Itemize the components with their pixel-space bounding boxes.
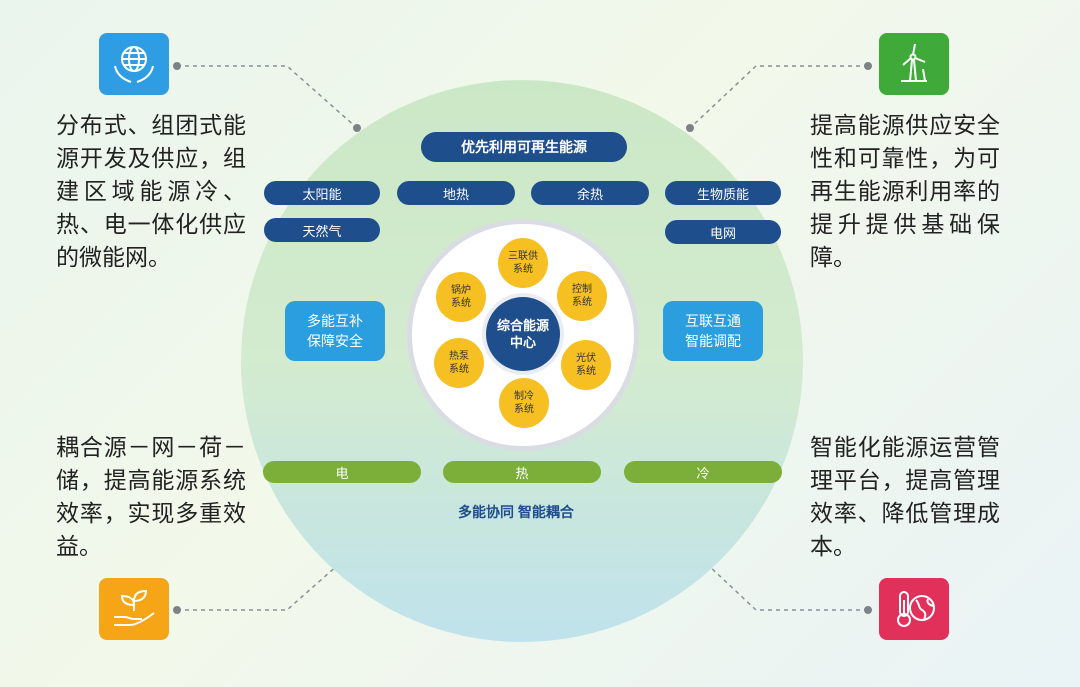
source-label: 余热: [576, 186, 603, 202]
hub-label: 中心: [509, 335, 536, 350]
node-label: 系统: [449, 364, 469, 375]
bottom-left-description: 耦合源－网－荷－储，提高能源系统效率，实现多重效益。: [56, 435, 246, 560]
output-label: 冷: [696, 465, 710, 481]
output-label: 电: [335, 465, 349, 481]
source-pill-solar: 太阳能: [264, 181, 380, 205]
source-pill-biomass: 生物质能: [665, 181, 781, 205]
source-label: 天然气: [302, 223, 342, 239]
interconnect-dispatch-box: 互联互通 智能调配: [663, 301, 763, 361]
source-label: 太阳能: [302, 186, 342, 202]
plant-hand-icon: [99, 578, 169, 640]
globe-hands-icon: [99, 33, 169, 95]
connector-dot: [864, 62, 872, 70]
node-cooling-system: 制冷系统: [499, 378, 549, 428]
thermometer-globe-icon: [879, 578, 949, 640]
box-line: 多能互补: [307, 313, 363, 329]
connector-dot: [686, 124, 694, 132]
output-pill-electricity: 电: [263, 461, 421, 483]
connector-bottom-right: [689, 547, 868, 611]
complementary-security-box: 多能互补 保障安全: [285, 301, 385, 361]
node-label: 热泵: [449, 351, 469, 362]
source-pill-geothermal: 地热: [397, 181, 515, 205]
output-pill-cold: 冷: [624, 461, 782, 483]
connector-dot: [173, 62, 181, 70]
node-label: 三联供: [508, 251, 538, 262]
top-right-description: 提高能源供应安全性和可靠性，为可再生能源利用率的提升提供基础保障。: [810, 113, 1000, 271]
synergy-caption: 多能协同 智能耦合: [458, 504, 574, 520]
source-pill-waste-heat: 余热: [531, 181, 649, 205]
source-label: 生物质能: [696, 186, 749, 202]
node-label: 光伏: [576, 353, 596, 364]
node-label: 系统: [451, 298, 471, 309]
source-pill-natural-gas: 天然气: [264, 218, 380, 242]
hub-label: 综合能源: [496, 318, 549, 333]
source-pill-grid: 电网: [665, 220, 781, 244]
node-cchp-system: 三联供系统: [498, 238, 548, 288]
node-label: 系统: [513, 264, 533, 275]
output-pill-heat: 热: [443, 461, 601, 483]
source-label: 地热: [442, 186, 469, 202]
node-heat-pump-system: 热泵系统: [434, 338, 484, 388]
connector-top-right: [689, 65, 868, 129]
node-label: 系统: [576, 366, 596, 377]
renewable-priority-pill: 优先利用可再生能源: [421, 132, 627, 162]
bottom-right-description: 智能化能源运营管理平台，提高管理效率、降低管理成本。: [810, 435, 1000, 560]
source-label: 电网: [709, 225, 736, 241]
connector-dot: [353, 124, 361, 132]
connector-dot: [864, 606, 872, 614]
node-pv-system: 光伏系统: [561, 340, 611, 390]
node-label: 锅炉: [451, 285, 471, 296]
node-boiler-system: 锅炉系统: [436, 272, 486, 322]
wind-turbine-icon: [879, 33, 949, 95]
node-label: 制冷: [514, 391, 534, 402]
box-line: 保障安全: [307, 333, 363, 349]
node-label: 系统: [572, 297, 592, 308]
node-label: 系统: [514, 404, 534, 415]
top-left-description: 分布式、组团式能源开发及供应，组建区域能源冷、热、电一体化供应的微能网。: [56, 113, 246, 271]
box-line: 互联互通: [685, 313, 741, 329]
box-line: 智能调配: [685, 333, 741, 349]
output-label: 热: [515, 465, 529, 481]
node-label: 控制: [572, 284, 592, 295]
integrated-energy-hub: 综合能源 中心: [486, 297, 560, 371]
renewable-priority-label: 优先利用可再生能源: [461, 139, 587, 155]
node-control-system: 控制系统: [557, 271, 607, 321]
connector-dot: [173, 606, 181, 614]
